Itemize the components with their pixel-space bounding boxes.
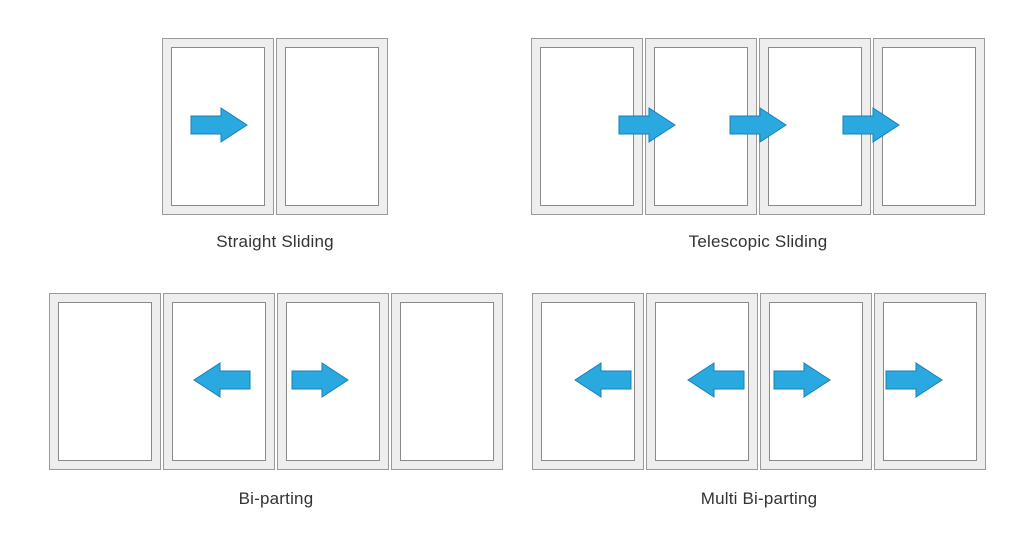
door-panel xyxy=(645,38,757,215)
caption-bi-parting: Bi-parting xyxy=(238,489,314,508)
glass-pane xyxy=(768,47,862,206)
glass-pane xyxy=(540,47,634,206)
glass-pane xyxy=(882,47,976,206)
door-panel xyxy=(531,38,643,215)
glass-pane xyxy=(769,302,863,461)
glass-pane xyxy=(286,302,380,461)
caption-telescopic-sliding: Telescopic Sliding xyxy=(688,232,828,251)
glass-pane xyxy=(654,47,748,206)
door-panel xyxy=(760,293,872,470)
glass-pane xyxy=(655,302,749,461)
door-panel xyxy=(759,38,871,215)
door-panel xyxy=(874,293,986,470)
glass-pane xyxy=(58,302,152,461)
glass-pane xyxy=(172,302,266,461)
door-panel xyxy=(277,293,389,470)
glass-pane xyxy=(541,302,635,461)
glass-pane xyxy=(285,47,379,206)
door-panel xyxy=(163,293,275,470)
door-panel xyxy=(532,293,644,470)
door-panel xyxy=(162,38,274,215)
door-panel xyxy=(391,293,503,470)
glass-pane xyxy=(171,47,265,206)
glass-pane xyxy=(400,302,494,461)
door-panel xyxy=(49,293,161,470)
door-panel xyxy=(646,293,758,470)
caption-multi-bi-parting: Multi Bi-parting xyxy=(700,489,818,508)
glass-pane xyxy=(883,302,977,461)
caption-straight-sliding: Straight Sliding xyxy=(216,232,334,251)
door-panel xyxy=(276,38,388,215)
door-panel xyxy=(873,38,985,215)
